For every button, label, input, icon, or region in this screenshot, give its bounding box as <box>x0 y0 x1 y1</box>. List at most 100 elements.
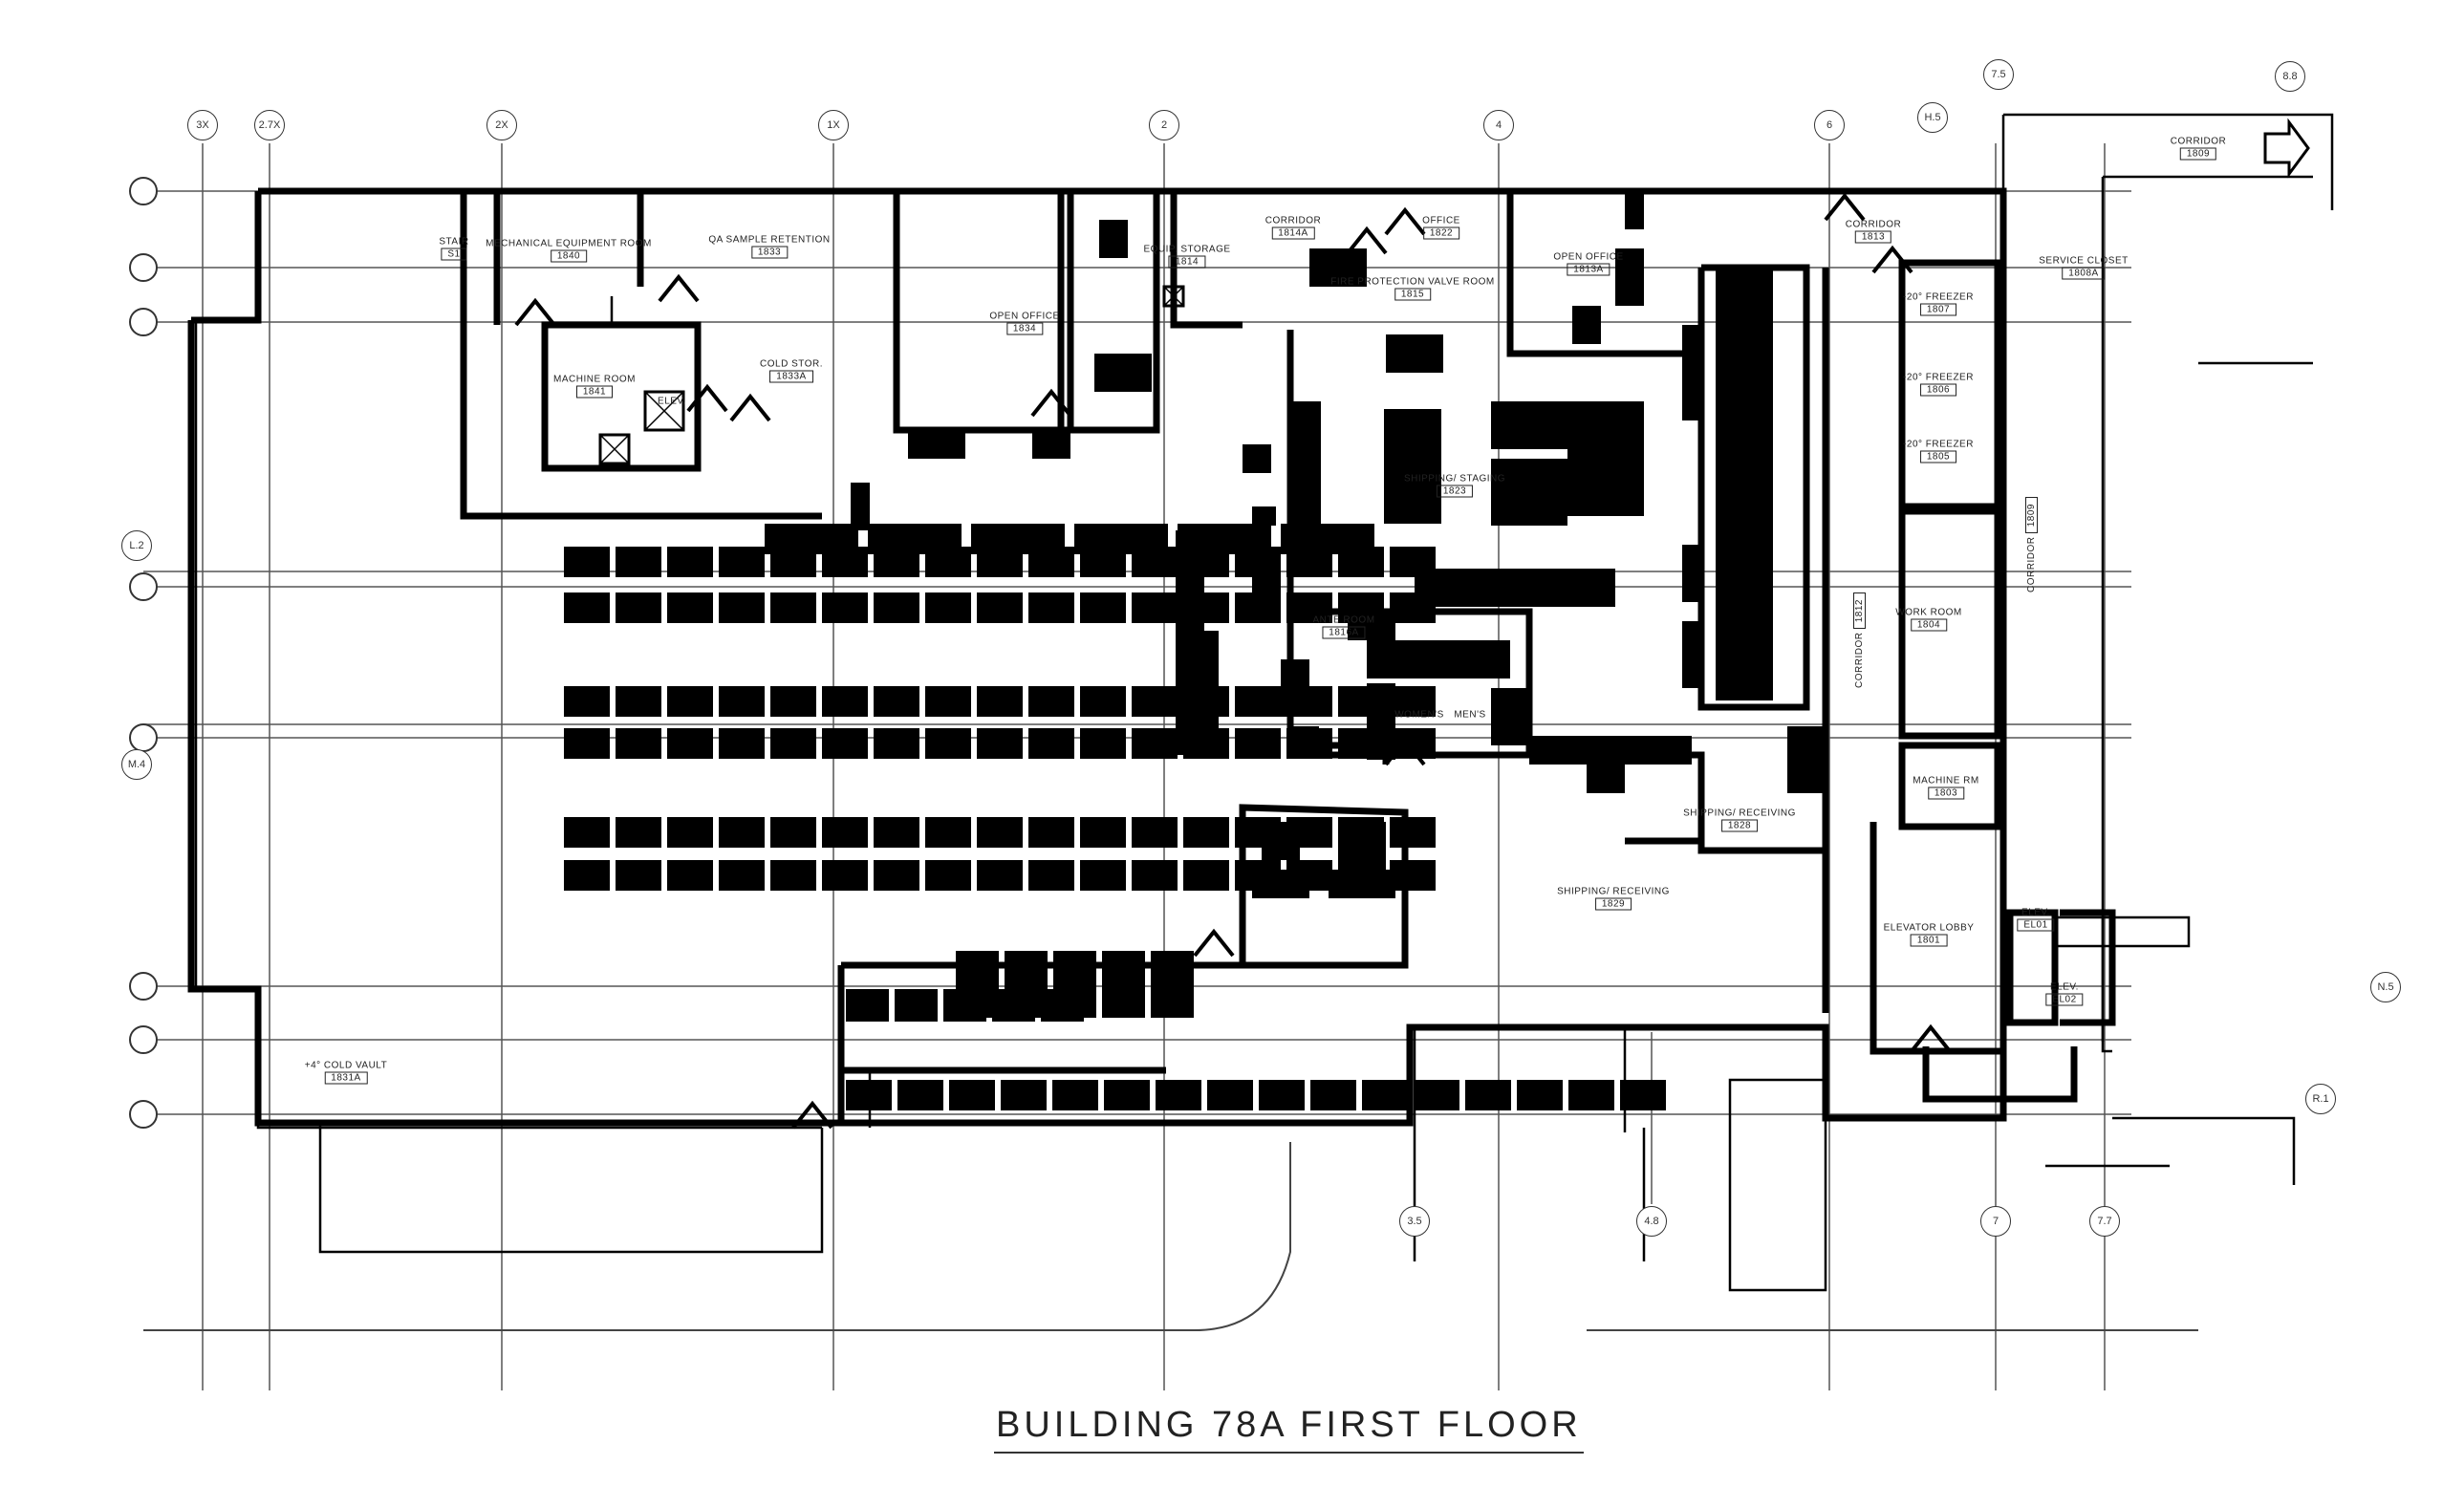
room-label: ELEV.EL01 <box>2017 908 2055 932</box>
thin-wall <box>2112 1116 2296 1185</box>
wall <box>1898 507 2001 740</box>
storage-rack <box>770 817 816 848</box>
equipment-block <box>1290 401 1321 535</box>
storage-rack <box>1362 1080 1408 1110</box>
wall <box>191 191 262 324</box>
storage-rack <box>667 860 713 891</box>
equipment-block <box>1329 870 1395 898</box>
storage-rack <box>564 592 610 623</box>
storage-rack <box>949 1080 995 1110</box>
storage-rack <box>616 817 661 848</box>
grid-tag-3x: 3X <box>187 110 218 140</box>
equipment-block <box>1243 444 1271 473</box>
grid-tag-1x: 1X <box>818 110 849 140</box>
grid-tag-r-1: R.1 <box>2305 1084 2336 1114</box>
equipment-block <box>1367 640 1510 679</box>
storage-rack <box>616 860 661 891</box>
equipment-block <box>1682 621 1701 688</box>
storage-rack <box>1390 860 1436 891</box>
storage-rack <box>1132 817 1178 848</box>
storage-racks <box>564 266 1773 1110</box>
door-swing <box>1384 206 1426 236</box>
storage-rack <box>1028 817 1074 848</box>
equipment-block <box>1252 506 1276 526</box>
storage-rack <box>956 951 999 1018</box>
storage-rack <box>1176 631 1219 755</box>
equipment-block <box>1348 612 1395 640</box>
storage-rack <box>977 860 1023 891</box>
storage-rack <box>667 728 713 759</box>
storage-rack <box>1080 592 1126 623</box>
storage-rack <box>719 860 765 891</box>
storage-rack <box>616 728 661 759</box>
equipment-block <box>1281 659 1309 717</box>
door-swing <box>1824 192 1866 222</box>
storage-rack <box>925 686 971 717</box>
storage-rack <box>1390 817 1436 848</box>
storage-rack <box>770 728 816 759</box>
room-label: MEN'S <box>1454 709 1486 721</box>
grid-tag-7-7: 7.7 <box>2089 1206 2120 1237</box>
grid-marker <box>129 1025 158 1054</box>
storage-rack <box>1259 1080 1305 1110</box>
storage-rack <box>616 592 661 623</box>
street-curve <box>143 1142 1291 1331</box>
thin-wall <box>318 1123 824 1254</box>
equipment-block <box>1032 430 1070 459</box>
storage-rack <box>822 686 868 717</box>
storage-rack <box>1517 1080 1563 1110</box>
storage-rack <box>925 592 971 623</box>
storage-rack <box>667 817 713 848</box>
door-swing <box>686 383 728 413</box>
storage-rack <box>1132 686 1178 717</box>
grid-tag-2-7x: 2.7X <box>254 110 285 140</box>
equipment-block <box>1386 334 1443 373</box>
storage-rack <box>868 524 962 554</box>
storage-rack <box>1132 860 1178 891</box>
thin-wall <box>2101 177 2112 1053</box>
equipment-block <box>1290 726 1319 755</box>
door-swing <box>658 273 700 303</box>
storage-rack <box>616 547 661 577</box>
storage-rack <box>1390 728 1436 759</box>
storage-rack <box>719 728 765 759</box>
storage-rack <box>874 728 919 759</box>
storage-rack <box>770 592 816 623</box>
storage-rack <box>874 817 919 848</box>
wall <box>541 321 702 472</box>
storage-rack <box>719 547 765 577</box>
equipment-block <box>1529 736 1692 765</box>
storage-rack <box>925 817 971 848</box>
storage-rack <box>925 728 971 759</box>
room-label: ELEV.EL02 <box>2045 982 2084 1006</box>
grid-marker <box>129 308 158 336</box>
storage-rack <box>846 989 889 1022</box>
room-label: CORRIDOR 1809 <box>2024 497 2038 592</box>
storage-rack <box>1080 728 1126 759</box>
equipment-block <box>908 430 965 459</box>
storage-rack <box>1286 592 1332 623</box>
equipment-block <box>1338 822 1386 870</box>
storage-rack <box>1102 951 1145 1018</box>
wall <box>1922 1046 2078 1103</box>
grid-tag-4: 4 <box>1483 110 1514 140</box>
storage-rack <box>1001 1080 1047 1110</box>
storage-rack <box>667 547 713 577</box>
wall <box>1898 742 2001 830</box>
equipment-block <box>1587 765 1625 793</box>
wall <box>1239 804 1409 969</box>
door-swing <box>514 297 556 327</box>
wall <box>1170 191 1243 329</box>
storage-rack <box>874 592 919 623</box>
